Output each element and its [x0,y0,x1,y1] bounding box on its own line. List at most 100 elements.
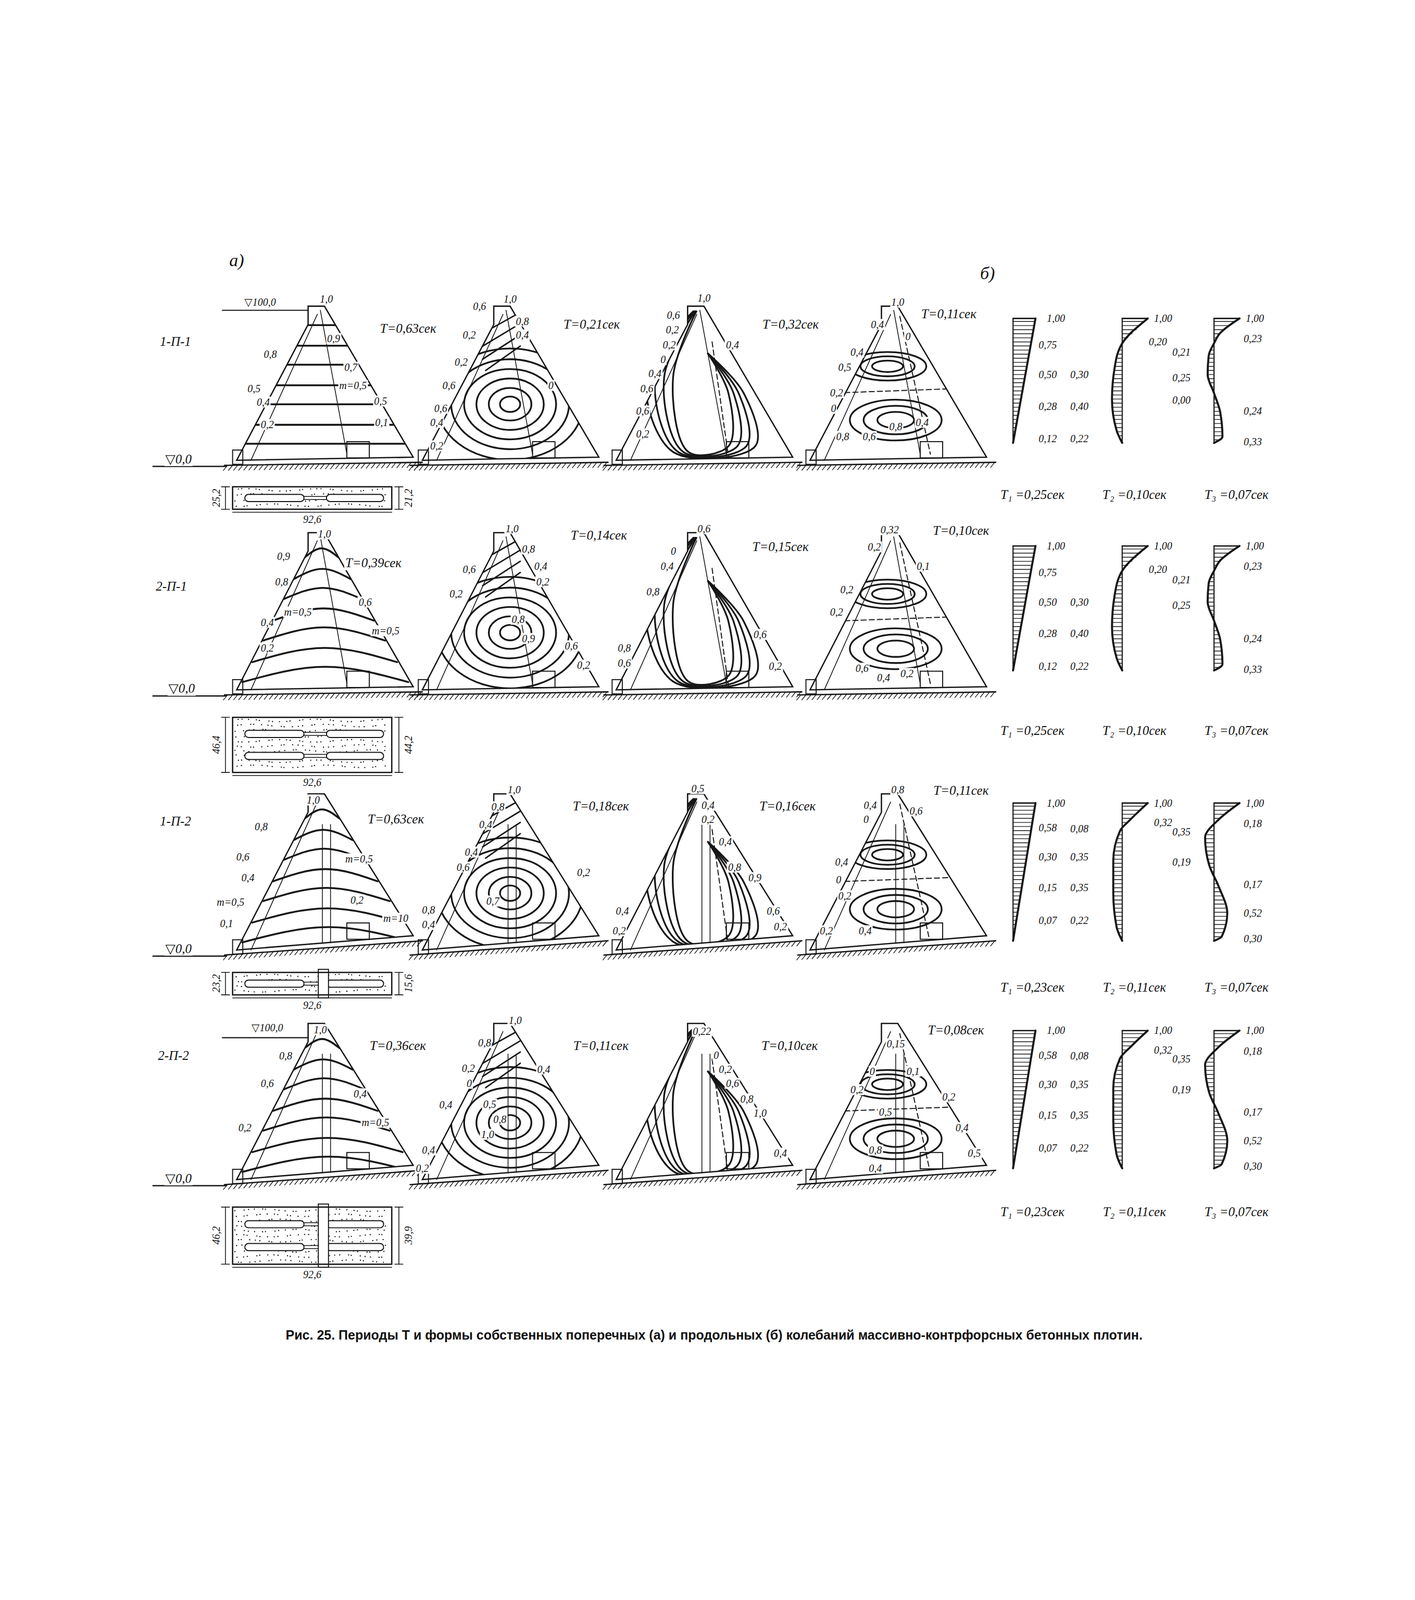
dam-section [898,947,904,953]
plan-section [314,765,316,767]
dam-section [228,954,233,960]
plan-section [221,486,230,488]
dam-section [386,692,391,698]
dam-section [939,1173,944,1180]
plan-section [342,724,344,726]
mode-contour [476,378,544,431]
plan-section [360,720,362,722]
mode-contour [672,798,734,945]
dam-section [664,464,669,470]
dam-section [975,1171,980,1177]
dam-section [541,1174,546,1181]
dam-section [407,941,412,947]
mode-shape [1113,638,1123,640]
plan-section [315,750,317,752]
plan-section [256,504,258,506]
plan-section [341,761,343,763]
plan-section [382,1238,384,1241]
dam-section [455,951,460,957]
dam-section [842,464,847,470]
dam-section [259,464,264,470]
plan-section [332,1240,334,1242]
plan-section [297,1215,299,1217]
mode-contour [242,442,409,445]
dam-section [730,692,735,698]
dam-section [567,1172,572,1179]
plan-section [246,1234,248,1236]
dam-section [611,1169,623,1184]
plan-section [359,1234,361,1236]
mode-shape [1113,858,1122,860]
plan-section [286,1255,288,1257]
plan-section [377,1210,379,1212]
plan-section [243,1234,245,1236]
dam-section [919,693,924,699]
plan-section [394,508,404,510]
dam-section [325,693,330,699]
plan-section [359,1241,361,1243]
dam-section [269,1181,274,1187]
mode-shape [1012,318,1036,443]
plan-section [292,744,294,746]
plan-section [236,1256,238,1258]
plan-section [378,1256,380,1258]
plan-section [241,487,243,490]
plan-section [347,1213,349,1215]
dam-section [356,692,361,698]
plan-section [234,989,236,991]
dam-section [407,1171,412,1177]
mode-shape [1012,545,1014,671]
dam-section [924,945,929,951]
dam-section [506,464,511,470]
plan-section [332,723,334,725]
dam-section [674,464,679,470]
plan-section [339,991,341,993]
plan-section [289,1234,291,1236]
mode-shape [1112,618,1123,619]
mode-shape [1209,605,1215,607]
dam-section [485,693,490,699]
plan-section [224,717,227,773]
plan-section [271,1218,273,1220]
dam-section [233,694,239,700]
dam-section [776,1171,781,1177]
mode-shape [1012,318,1036,443]
plan-section [268,760,270,762]
dam-section [857,464,862,470]
dam-section [806,679,817,694]
dam-section [809,1023,987,1180]
dam-section [279,950,284,957]
plan-section [224,972,227,995]
dam-section [824,314,891,461]
dam-section [745,692,750,698]
dam-section [459,464,465,470]
plan-section [265,991,267,993]
plan-section [328,723,330,725]
dam-section [603,465,608,471]
plan-section [221,971,230,973]
dam-section [853,950,858,957]
mode-shape [1012,625,1021,627]
mode-shape [1113,382,1123,383]
dam-section [315,693,320,699]
dam-section [745,944,750,950]
dam-section [557,462,562,469]
plan-section [259,973,261,975]
plan-section [329,719,331,721]
plan-section [243,505,245,507]
plan-section [384,985,386,987]
plan-section [371,760,373,762]
dam-section [715,1176,720,1182]
dam-section [705,1176,710,1183]
plan-section [302,766,304,768]
mode-contour [242,809,415,943]
dam-section [791,692,796,698]
dam-section [279,1180,284,1186]
plan-section [238,1220,240,1222]
plan-section [238,1261,240,1263]
dam-section [409,1184,414,1190]
dam-section [669,949,674,956]
dam-section [959,1172,964,1178]
plan-section [295,1210,297,1212]
plan-section [297,766,299,768]
